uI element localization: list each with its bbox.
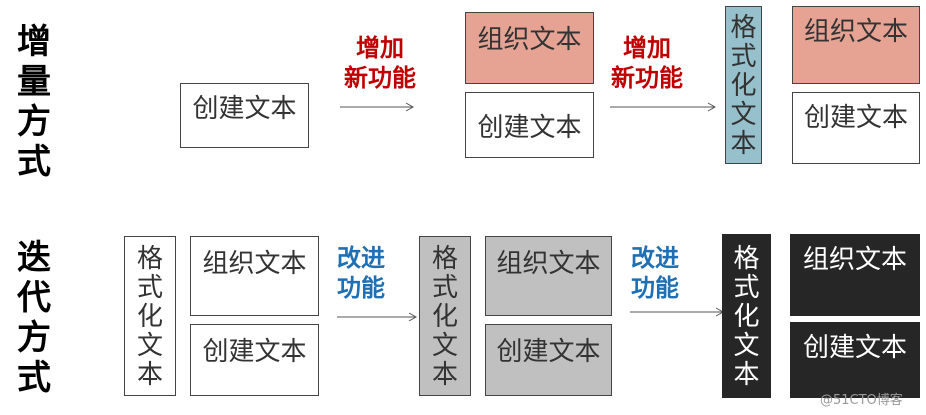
- itr-stage1-format-text-box: 格式化文本: [124, 236, 176, 396]
- itr-stage3-create-text-box: 创建文本: [790, 322, 920, 398]
- inc-action-add-feature-1: 增加 新功能: [344, 34, 416, 92]
- inc-stage3-organize-text-box: 组织文本: [792, 6, 920, 84]
- incremental-approach-label: 增量方式: [17, 22, 51, 182]
- iterative-approach-label: 迭代方式: [17, 238, 51, 398]
- inc-stage2-organize-text-box: 组织文本: [465, 12, 594, 84]
- itr-stage3-format-text-box: 格式化文本: [722, 234, 771, 398]
- itr-stage1-organize-text-box: 组织文本: [190, 236, 319, 316]
- inc-arrow-1: [340, 102, 415, 112]
- itr-action-improve-feature-1: 改进 功能: [337, 244, 385, 302]
- itr-stage3-organize-text-box: 组织文本: [790, 234, 920, 316]
- itr-arrow-2: [630, 307, 725, 317]
- itr-stage2-create-text-box: 创建文本: [485, 324, 612, 396]
- itr-stage2-format-text-box: 格式化文本: [419, 236, 471, 396]
- inc-stage2-create-text-box: 创建文本: [465, 92, 594, 158]
- itr-stage2-organize-text-box: 组织文本: [485, 236, 612, 316]
- watermark: @51CTO博客: [820, 393, 903, 408]
- inc-stage3-format-text-box: 格式化文本: [725, 6, 762, 164]
- inc-stage3-create-text-box: 创建文本: [792, 92, 920, 164]
- inc-stage1-create-text-box: 创建文本: [180, 83, 309, 148]
- itr-arrow-1: [337, 312, 418, 322]
- itr-stage1-create-text-box: 创建文本: [190, 324, 319, 396]
- inc-arrow-2: [610, 102, 717, 112]
- inc-action-add-feature-2: 增加 新功能: [611, 34, 683, 92]
- itr-action-improve-feature-2: 改进 功能: [631, 244, 679, 302]
